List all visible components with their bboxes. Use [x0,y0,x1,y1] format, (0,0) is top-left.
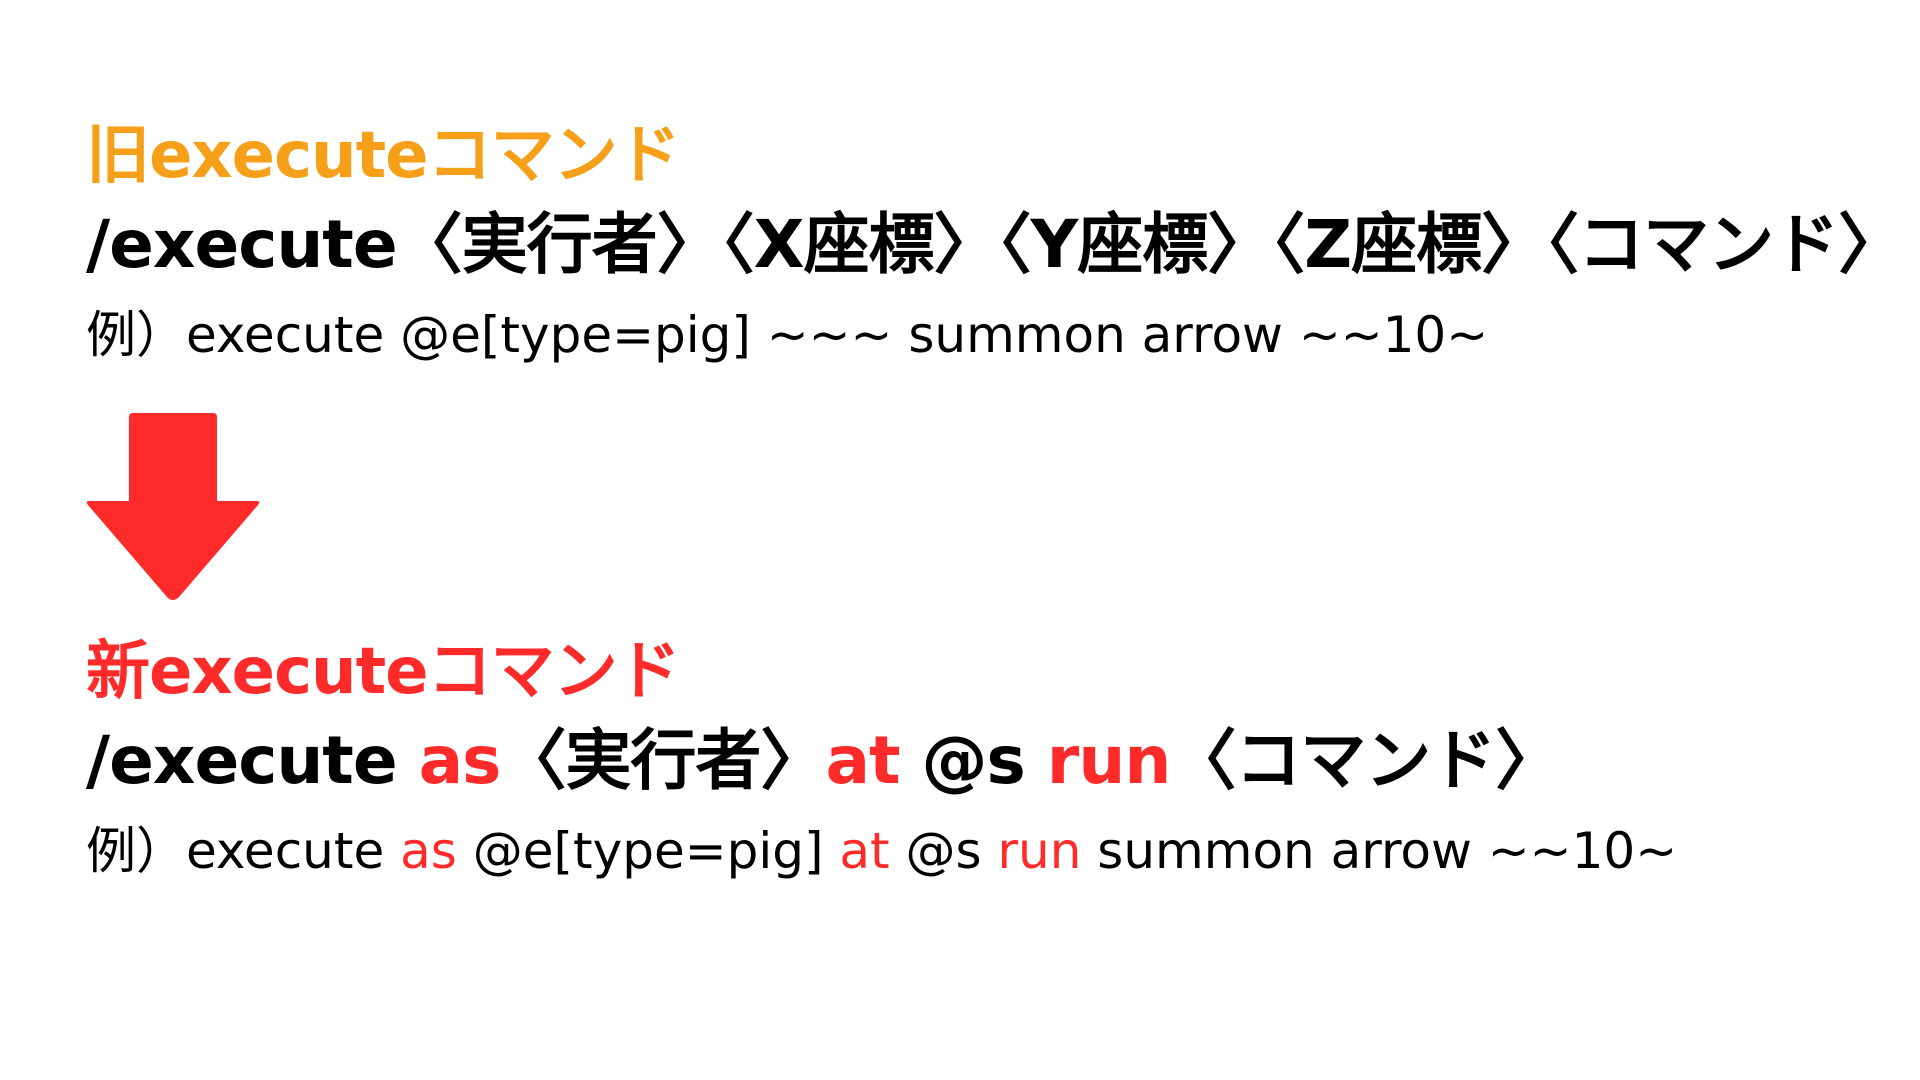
new-execute-example: 例）execute as @e[type=pig] at @s run summ… [86,826,1677,876]
example-at-keyword: at [839,822,890,880]
example-run-keyword: run [997,822,1082,880]
syntax-as-keyword: as [418,722,502,799]
syntax-prefix: /execute [86,722,419,799]
new-execute-syntax: /execute as〈実行者〉at @s run〈コマンド〉 [86,728,1561,794]
old-execute-heading: 旧executeコマンド [86,119,681,193]
example-target: @s [889,822,998,880]
new-execute-heading: 新executeコマンド [86,635,681,709]
syntax-command: 〈コマンド〉 [1170,722,1561,799]
syntax-target: @s [899,722,1047,799]
old-execute-syntax: /execute〈実行者〉〈X座標〉〈Y座標〉〈Z座標〉〈コマンド〉 [86,206,1904,283]
example-as-keyword: as [400,822,457,880]
example-prefix: 例）execute [86,822,401,880]
syntax-at-keyword: at [825,722,900,799]
syntax-run-keyword: run [1046,722,1172,799]
example-selector: @e[type=pig] [456,822,840,880]
example-command: summon arrow ~~10~ [1081,822,1678,880]
old-execute-example: 例）execute @e[type=pig] ~~~ summon arrow … [86,306,1489,364]
down-arrow-icon [86,413,260,600]
syntax-executor: 〈実行者〉 [500,722,826,799]
